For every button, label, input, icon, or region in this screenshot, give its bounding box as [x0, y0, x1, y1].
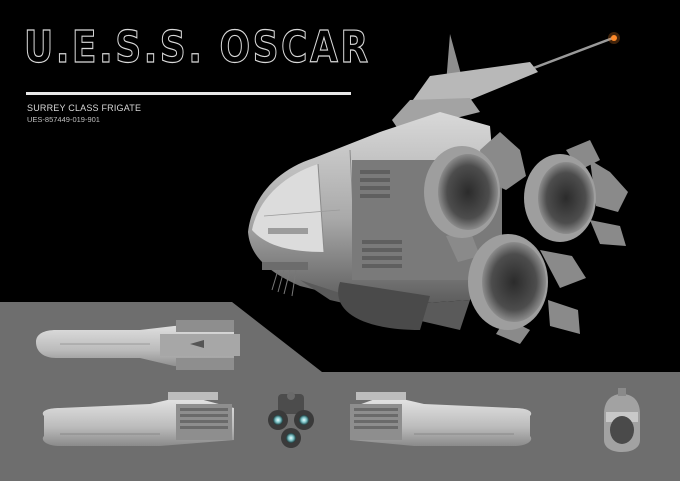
side-view-right — [350, 392, 532, 446]
hero-ship-render — [248, 32, 628, 344]
rear-view — [268, 392, 314, 448]
engine-glow — [286, 433, 296, 443]
engine-lower — [468, 234, 586, 344]
ship-class: SURREY CLASS FRIGATE — [27, 103, 142, 113]
antenna-light — [611, 35, 617, 41]
registry-number: UES-857449-019-901 — [27, 115, 100, 124]
engine-upper-right — [524, 140, 628, 246]
side-view-left — [42, 392, 234, 446]
engine-glow — [273, 415, 283, 425]
title-divider — [26, 92, 351, 95]
ship-title: U.E.S.S. OSCAR — [24, 22, 371, 73]
top-view — [36, 320, 240, 370]
engine-glow — [299, 415, 309, 425]
engine-upper-left — [424, 132, 526, 262]
front-view — [604, 388, 640, 452]
